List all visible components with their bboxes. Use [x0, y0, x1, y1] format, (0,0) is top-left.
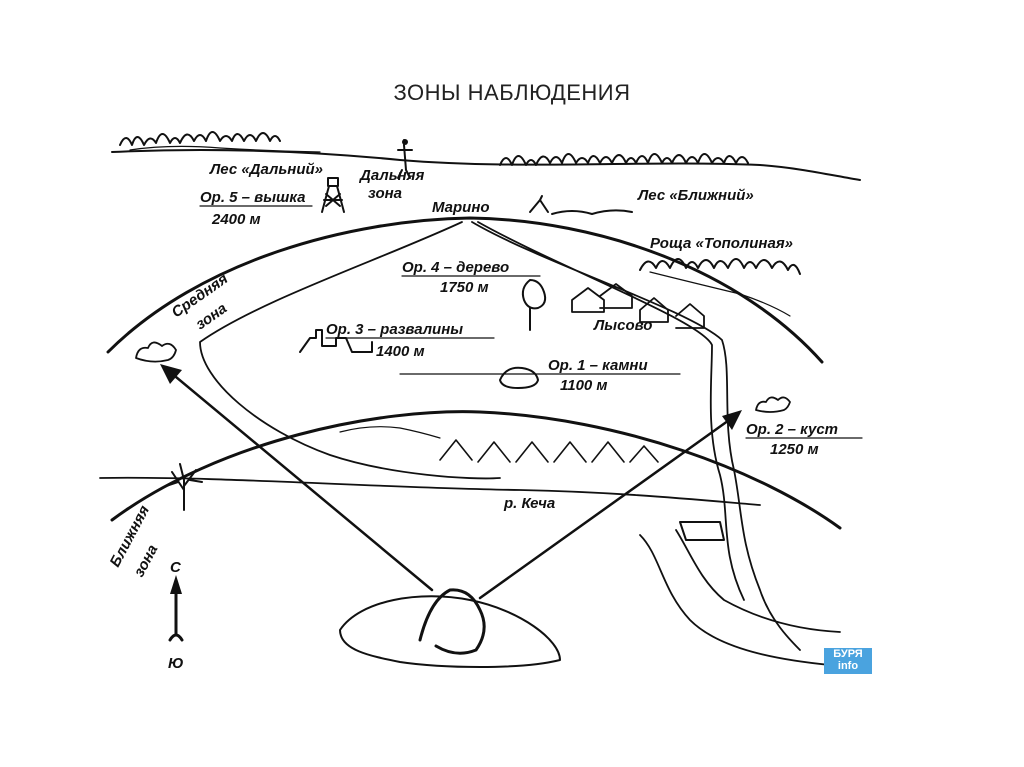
- far-zone-label-line1: Дальняя: [358, 167, 424, 184]
- observation-arrows: [160, 364, 742, 600]
- bare-tree-icon: [165, 463, 203, 511]
- landmark5-distance-label: 2400 м: [211, 211, 261, 228]
- grove-icon: [639, 258, 801, 317]
- landmark1-distance-label: 1100 м: [560, 377, 608, 394]
- middle-zone-boundary: [106, 216, 824, 364]
- near-zone-label-line2: зона: [131, 542, 162, 580]
- ruins-icon: [299, 329, 373, 353]
- landmark2-distance-label: 1250 м: [770, 441, 819, 458]
- stones-icon: [499, 366, 539, 389]
- far-forest-icon: [119, 131, 321, 153]
- lysovo-label: Лысово: [593, 317, 652, 334]
- river-label: р. Кеча: [503, 495, 555, 512]
- compass-north-label: С: [170, 559, 182, 576]
- lysovo-village-icon: [571, 283, 705, 329]
- houses-row-icon: [339, 426, 659, 463]
- logo-line1: БУРЯ: [833, 648, 863, 660]
- compass-arrow-icon: [168, 575, 184, 642]
- observer-post-icon: [339, 588, 561, 668]
- landmark3-distance-label: 1400 м: [376, 343, 425, 360]
- compass-south-label: Ю: [168, 655, 184, 672]
- site-logo: БУРЯ info: [824, 648, 872, 674]
- landmark3-name-label: Ор. 3 – развалины: [326, 321, 463, 338]
- near-forest-icon: [499, 153, 749, 166]
- landmark4-name-label: Ор. 4 – дерево: [402, 259, 509, 276]
- landmark5-name-label: Ор. 5 – вышка: [200, 189, 306, 206]
- landmark1-name-label: Ор. 1 – камни: [548, 357, 648, 374]
- observer-figure-icon: [397, 139, 413, 179]
- river: [99, 476, 841, 666]
- tree-icon: [521, 279, 547, 331]
- bush-icon: [755, 396, 791, 413]
- bush-left-icon: [135, 341, 177, 363]
- bridge-icon: [679, 521, 725, 541]
- horizon-line: [111, 149, 861, 181]
- marino-village-icon: [529, 195, 633, 215]
- tower-icon: [321, 177, 345, 213]
- grove-label: Роща «Тополиная»: [650, 235, 793, 252]
- logo-line2: info: [837, 660, 859, 672]
- landmark2-name-label: Ор. 2 – куст: [746, 421, 838, 438]
- landmark4-distance-label: 1750 м: [440, 279, 489, 296]
- forest-far-label: Лес «Дальний»: [209, 161, 323, 178]
- forest-near-label: Лес «Ближний»: [637, 187, 754, 204]
- far-zone-label-line2: зона: [368, 185, 402, 202]
- marino-label: Марино: [432, 199, 490, 216]
- slide-title: ЗОНЫ НАБЛЮДЕНИЯ: [393, 80, 631, 105]
- near-zone-boundary: [110, 410, 842, 530]
